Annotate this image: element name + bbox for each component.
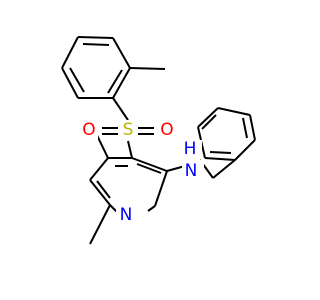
amine-hydrogen-label: H [184, 139, 197, 159]
tolyl-methyl-bond [129, 67, 166, 70]
methyl-6-bond [89, 204, 111, 245]
oxygen-left-label: O [82, 120, 95, 140]
sulfonyl-group [102, 127, 154, 159]
sulfur-label: S [123, 120, 134, 140]
pyridine-ring [89, 157, 168, 216]
oxygen-right-label: O [160, 120, 173, 140]
molecule-structure: S O O N H N [61, 36, 256, 245]
amine-nitrogen-label: N [185, 161, 198, 181]
ring-nitrogen-label: N [120, 205, 133, 225]
ch2-phenyl-bond [212, 159, 236, 179]
benzyl-ring [197, 107, 256, 161]
tolyl-ring [61, 36, 131, 99]
tolyl-sulfur-bond [112, 97, 129, 121]
